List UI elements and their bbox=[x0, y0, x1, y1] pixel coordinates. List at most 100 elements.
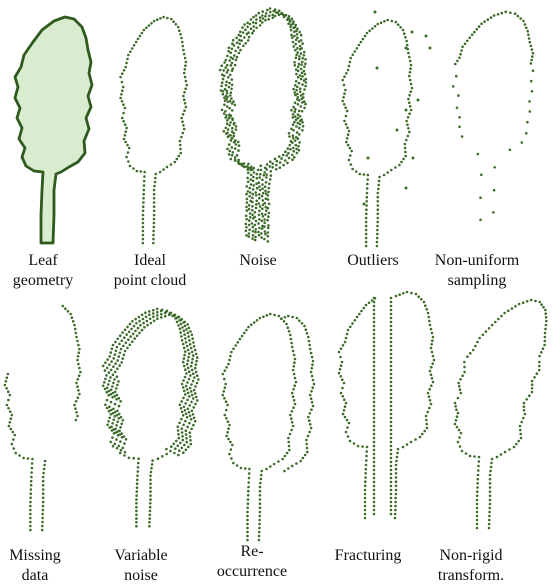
noisy-point bbox=[112, 344, 115, 347]
noisy-point bbox=[238, 144, 241, 147]
point bbox=[243, 332, 246, 335]
noisy-point bbox=[293, 91, 296, 94]
sampled-point bbox=[457, 94, 460, 97]
sampled-point bbox=[509, 149, 512, 152]
noisy-point bbox=[178, 422, 181, 425]
fracture-edge-point bbox=[390, 417, 393, 420]
point bbox=[12, 438, 15, 441]
sampled-point bbox=[531, 48, 534, 51]
noisy-point bbox=[136, 335, 139, 338]
noisy-point bbox=[187, 359, 190, 362]
point bbox=[408, 94, 411, 97]
point bbox=[259, 502, 262, 505]
fracture-edge-point bbox=[373, 353, 376, 356]
point bbox=[350, 163, 353, 166]
noisy-point bbox=[156, 314, 159, 317]
point bbox=[253, 321, 256, 324]
noisy-point bbox=[258, 214, 261, 217]
fractured-point bbox=[397, 448, 400, 451]
noisy-point bbox=[296, 122, 299, 125]
deformed-point bbox=[489, 499, 492, 502]
point bbox=[177, 26, 180, 29]
point bbox=[78, 348, 81, 351]
fracture-edge-point bbox=[390, 385, 393, 388]
noisy-point bbox=[293, 150, 296, 153]
point bbox=[404, 155, 407, 158]
point bbox=[230, 457, 233, 460]
noisy-point bbox=[116, 375, 119, 378]
noisy-point bbox=[144, 311, 147, 314]
point bbox=[292, 350, 295, 353]
point bbox=[397, 23, 400, 26]
noisy-point bbox=[188, 378, 191, 381]
noisy-point bbox=[197, 378, 200, 381]
noisy-point bbox=[255, 207, 258, 210]
outlier-point bbox=[429, 47, 432, 50]
fracture-edge-point bbox=[373, 345, 376, 348]
fracture-edge-point bbox=[373, 461, 376, 464]
point bbox=[410, 83, 413, 86]
point bbox=[150, 22, 153, 25]
noisy-point bbox=[187, 408, 190, 411]
noisy-point bbox=[115, 424, 118, 427]
point bbox=[287, 326, 290, 329]
noisy-point bbox=[108, 371, 111, 374]
sampled-point bbox=[497, 13, 500, 16]
leaf-geometry-panel bbox=[15, 17, 92, 243]
noisy-point bbox=[134, 318, 137, 321]
point bbox=[119, 76, 122, 79]
noisy-point bbox=[134, 330, 137, 333]
noisy-point bbox=[106, 358, 109, 361]
point bbox=[406, 123, 409, 126]
reoccur-point bbox=[305, 328, 308, 331]
noisy-point bbox=[177, 429, 180, 432]
noisy-point bbox=[110, 441, 113, 444]
noisy-point bbox=[132, 457, 135, 460]
point bbox=[152, 230, 155, 233]
noisy-point bbox=[188, 352, 191, 355]
noisy-point bbox=[106, 387, 109, 390]
noisy-point bbox=[102, 385, 105, 388]
sampled-point bbox=[458, 57, 461, 60]
noisy-point bbox=[304, 85, 307, 88]
point bbox=[377, 196, 380, 199]
noisy-point bbox=[120, 449, 123, 452]
deformed-point bbox=[472, 349, 475, 352]
fractured-point bbox=[341, 361, 344, 364]
noisy-point bbox=[230, 158, 233, 161]
noisy-point bbox=[180, 335, 183, 338]
fracture-edge-point bbox=[373, 425, 376, 428]
noisy-point bbox=[111, 385, 114, 388]
point bbox=[142, 218, 145, 221]
caption-fracturing: Fracturing bbox=[313, 546, 423, 566]
noisy-point bbox=[137, 466, 140, 469]
point bbox=[180, 152, 183, 155]
fractured-point bbox=[363, 307, 366, 310]
point bbox=[142, 234, 145, 237]
noisy-point bbox=[195, 371, 198, 374]
fracture-edge-point bbox=[390, 369, 393, 372]
point bbox=[224, 386, 227, 389]
fractured-point bbox=[431, 332, 434, 335]
noisy-point bbox=[237, 141, 240, 144]
point bbox=[143, 171, 146, 174]
noisy-point bbox=[135, 498, 138, 501]
point bbox=[258, 519, 261, 522]
noisy-point bbox=[136, 475, 139, 478]
deformed-point bbox=[478, 460, 481, 463]
point bbox=[184, 76, 187, 79]
noisy-point bbox=[191, 358, 194, 361]
noisy-point bbox=[116, 410, 119, 413]
deformed-point bbox=[460, 392, 463, 395]
noisy-point bbox=[294, 108, 297, 111]
noisy-point bbox=[231, 84, 234, 87]
point bbox=[7, 390, 10, 393]
sampled-point bbox=[493, 14, 496, 17]
noisy-point bbox=[294, 115, 297, 118]
noisy-point bbox=[299, 115, 302, 118]
noisy-point bbox=[258, 197, 261, 200]
point bbox=[366, 196, 369, 199]
point bbox=[62, 305, 65, 308]
fracture-edge-point bbox=[390, 433, 393, 436]
